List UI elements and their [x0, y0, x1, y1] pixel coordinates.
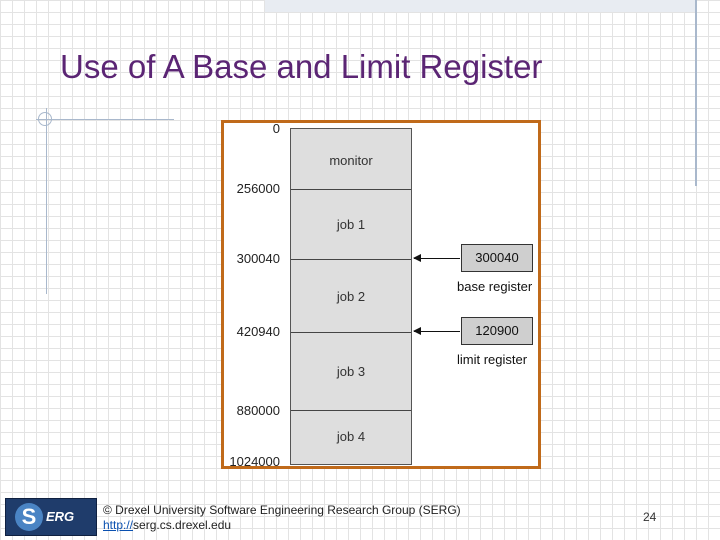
- decor-circle-icon: [38, 112, 52, 126]
- address-label: 256000: [236, 181, 280, 196]
- segment-label: monitor: [329, 153, 373, 168]
- segment-label: job 2: [336, 289, 366, 304]
- left-decor-rule-vertical: [46, 108, 47, 294]
- memory-column: monitor job 1 job 2 job 3 job 4: [290, 128, 412, 465]
- limit-register-box: 120900: [461, 317, 533, 345]
- logo-text: ERG: [46, 509, 75, 524]
- limit-arrow: [413, 327, 460, 335]
- base-arrow: [413, 254, 460, 262]
- top-decor-band: [265, 0, 695, 12]
- footer-url[interactable]: http://serg.cs.drexel.edu: [103, 518, 231, 532]
- footer-copyright: © Drexel University Software Engineering…: [103, 503, 461, 517]
- memory-segment-monitor: monitor: [291, 129, 411, 189]
- page-number: 24: [643, 510, 657, 524]
- memory-figure: monitor job 1 job 2 job 3 job 4 0 256000…: [221, 120, 541, 469]
- footer-url-host: serg.cs.drexel.edu: [133, 518, 232, 532]
- segment-label: job 1: [336, 217, 366, 232]
- right-decor-rule: [695, 0, 697, 186]
- memory-segment-job3: job 3: [291, 332, 411, 410]
- logo-letter: S: [15, 503, 43, 531]
- slide-title: Use of A Base and Limit Register: [60, 48, 543, 85]
- footer-url-link[interactable]: http://: [103, 518, 134, 532]
- memory-segment-job1: job 1: [291, 189, 411, 259]
- memory-segment-job2: job 2: [291, 259, 411, 332]
- memory-segment-job4: job 4: [291, 410, 411, 464]
- left-decor-rule-horizontal: [36, 119, 174, 120]
- segment-label: job 4: [336, 429, 366, 444]
- base-register-caption: base register: [457, 279, 533, 294]
- limit-register-caption: limit register: [457, 352, 528, 367]
- address-label: 0: [272, 121, 280, 136]
- address-label: 1024000: [229, 454, 280, 469]
- serg-logo: S ERG: [5, 498, 97, 536]
- base-register-box: 300040: [461, 244, 533, 272]
- address-label: 420940: [236, 324, 280, 339]
- address-label: 880000: [236, 403, 280, 418]
- address-label: 300040: [236, 251, 280, 266]
- segment-label: job 3: [336, 364, 366, 379]
